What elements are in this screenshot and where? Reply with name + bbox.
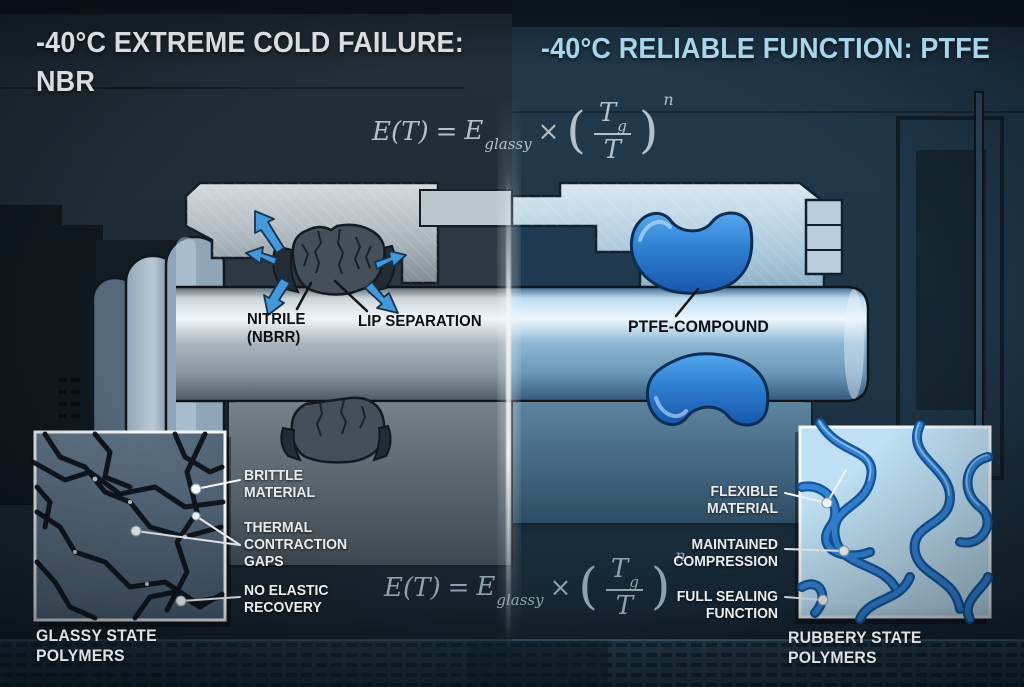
- formula-equals: =: [447, 573, 470, 604]
- callout-flexible-material: FLEXIBLE MATERIAL: [706, 483, 778, 518]
- nbr-seal-label: NITRILE (NBRR): [247, 311, 306, 346]
- nbr-seal-cracked-lower: [290, 396, 386, 464]
- formula-multiply: ×: [537, 117, 560, 148]
- left-panel-title-text: -40°C EXTREME COLD FAILURE: NBR: [36, 27, 464, 98]
- lip-separation-label: LIP SEPARATION: [358, 313, 482, 330]
- left-panel-title: -40°C EXTREME COLD FAILURE: NBR: [36, 24, 514, 102]
- right-panel-title-text: -40°C RELIABLE FUNCTION: PTFE: [541, 33, 991, 65]
- modulus-formula-top: E(T) = Eglassy × ( Tg T ) n: [372, 90, 674, 165]
- callout-full-sealing-function: FULL SEALING FUNCTION: [676, 588, 778, 623]
- callout-thermal-contraction: THERMAL CONTRACTION GAPS: [244, 519, 348, 571]
- formula-exponent: n: [663, 90, 674, 109]
- formula-base: Eglassy: [464, 115, 532, 153]
- rubbery-inset-caption: RUBBERY STATE POLYMERS: [788, 628, 922, 667]
- formula-base: Eglassy: [476, 571, 544, 609]
- right-panel-title: -40°C RELIABLE FUNCTION: PTFE: [516, 30, 1016, 69]
- callout-maintained-compression: MAINTAINED COMPRESSION: [673, 536, 778, 571]
- formula-fraction: Tg T: [593, 99, 631, 164]
- ptfe-seal-label: PTFE-COMPOUND: [628, 317, 769, 336]
- rubbery-inset-frame: [795, 418, 993, 624]
- callout-brittle-material: BRITTLE MATERIAL: [244, 467, 316, 502]
- formula-lhs: E(T): [384, 573, 441, 604]
- formula-lhs: E(T): [372, 117, 429, 148]
- bolt-head: [804, 198, 844, 276]
- glassy-inset-caption: GLASSY STATE POLYMERS: [36, 626, 157, 665]
- formula-equals: =: [435, 117, 458, 148]
- callout-no-elastic-recovery: NO ELASTIC RECOVERY: [244, 582, 329, 617]
- formula-multiply: ×: [549, 573, 572, 604]
